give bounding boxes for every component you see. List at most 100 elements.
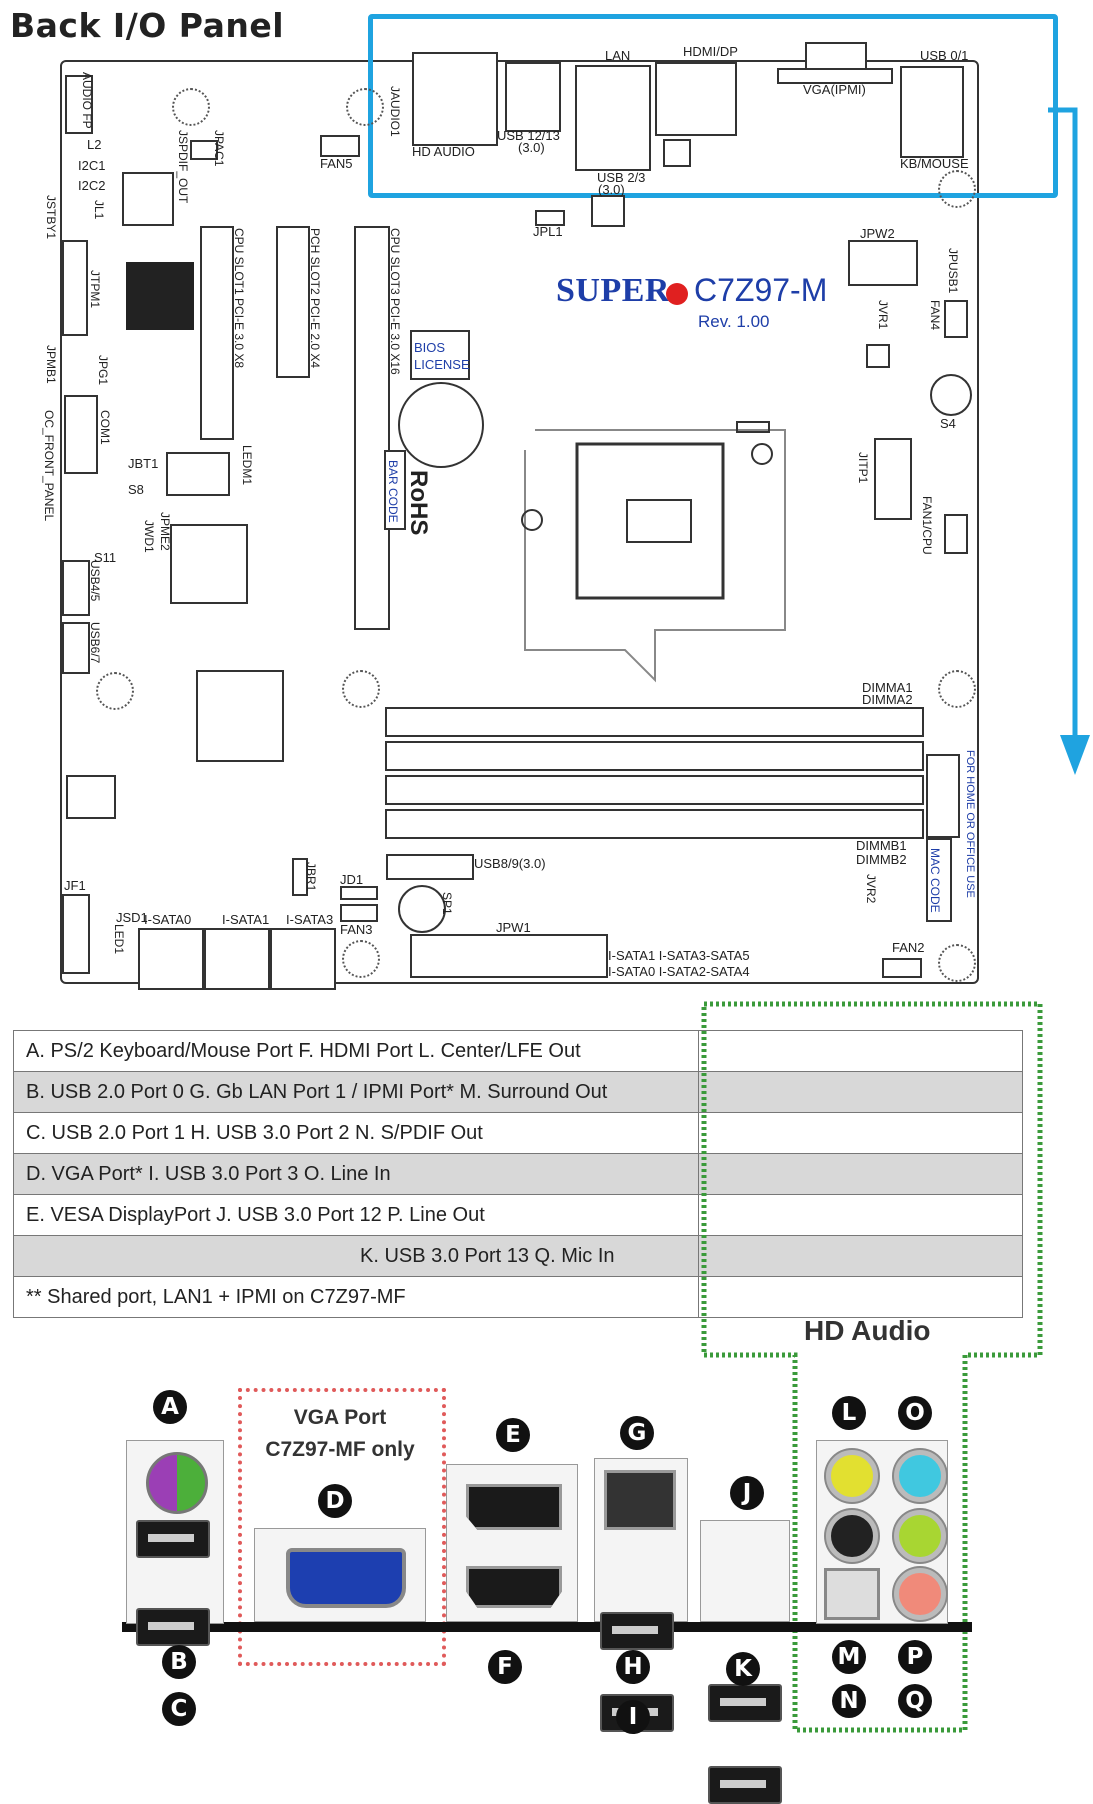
led-box [166,452,230,496]
legend-cell: D. VGA Port* I. USB 3.0 Port 3 O. Line I… [13,1153,699,1195]
marker-i: I [616,1700,650,1734]
usb45-label: USB4/5 [88,560,102,602]
s8-label: S8 [128,482,144,497]
kb-mouse-label: KB/MOUSE [900,156,969,171]
marker-j: J [730,1476,764,1510]
slot3-label: CPU SLOT3 PCI-E 3.0 X16 [388,228,402,375]
sp1-label: SP1 [440,892,454,915]
fan4-label: FAN4 [928,300,942,331]
line-in-jack [894,1450,946,1502]
jstby1-label: JSTBY1 [44,195,58,240]
com1-label: COM1 [98,410,112,445]
marker-e: E [496,1418,530,1452]
legend-row: C. USB 2.0 Port 1 H. USB 3.0 Port 2 N. S… [13,1112,1023,1154]
marker-l: L [832,1396,866,1430]
fan4-header [944,300,968,338]
jwd1-label: JWD1 [142,520,156,553]
jvr1-label: JVR1 [876,300,890,330]
s4-label: S4 [940,416,956,431]
brand-dot-icon [666,283,688,305]
fan2-header [882,958,922,978]
chip-square [170,524,248,604]
fan1-header [944,514,968,554]
usb23-chip [591,195,625,227]
jl1-label: JL1 [92,200,106,220]
pcie-slot2 [276,226,310,378]
dimm-slot-a1 [385,707,924,737]
vga-frame [238,1388,446,1666]
jpl1-label: JPL1 [533,224,563,239]
rohs-label: RoHS [405,470,432,536]
marker-q: Q [898,1684,932,1718]
jpusb1-label: JPUSB1 [946,248,960,294]
jd1-label: JD1 [340,872,364,887]
usb3-port-12 [708,1684,782,1722]
legend-row: A. PS/2 Keyboard/Mouse Port F. HDMI Port… [13,1030,1023,1072]
dimmb1-label: DIMMB1 [856,838,907,853]
i2c1-label: I2C1 [78,158,106,173]
jf1-label: JF1 [64,878,86,893]
pcie-slot1 [200,226,234,440]
jbr1-label: JBR1 [304,862,318,892]
marker-c: C [162,1692,196,1726]
mount-hole [938,670,976,708]
hdmi-dp-connector [655,62,737,136]
surround-jack [826,1510,878,1562]
com1-header [64,395,98,474]
oc-front-label: OC_FRONT_PANEL [42,410,56,522]
audio-fp-label: AUDIO FP [80,72,94,129]
sata0-port [138,928,204,990]
speaker [398,885,446,933]
usb1213-connector [505,62,561,132]
dimm-slot-a2 [385,741,924,771]
jpmb1-label: JPMB1 [44,345,58,384]
jbr1-jumper [292,858,308,896]
vga-title-1: VGA Port [293,1406,387,1429]
mic-in-jack [894,1568,946,1620]
center-lfe-jack [826,1450,878,1502]
fan3-header [340,904,378,922]
lan-label: LAN [605,48,631,63]
dimma2-label: DIMMA2 [862,692,913,707]
jpw1-connector [410,934,608,978]
marker-k: K [726,1652,760,1686]
usb89-label: USB8/9(3.0) [474,856,546,871]
bios-label: BIOS [414,340,446,355]
usb3-port-13 [708,1766,782,1804]
sata3-port [270,928,336,990]
usb2-port-0 [136,1520,210,1558]
port-legend-table: A. PS/2 Keyboard/Mouse Port F. HDMI Port… [13,1030,1023,1318]
hd-audio-title: HD Audio [804,1315,931,1346]
isata1-label: I-SATA1 [222,912,270,927]
jitp1-header [874,438,912,520]
mac-code-box [926,838,952,922]
usb3-port-2 [600,1612,674,1650]
isata3-label: I-SATA3 [286,912,334,927]
jpac1-label: JPAC1 [212,130,226,167]
jf1-header [62,894,90,974]
mount-hole [342,670,380,708]
legend-cell: K. USB 3.0 Port 13 Q. Mic In [13,1235,699,1277]
jpw2-connector [848,240,918,286]
dimm-slot-b1 [385,775,924,805]
down-arrow-icon [1048,107,1090,775]
legend-cell [698,1276,1023,1318]
jpl1-jumper [535,210,565,226]
spdif-port-icon [824,1568,880,1620]
sata-row1-label: I-SATA1 I-SATA3-SATA5 [608,948,750,963]
revision-label: Rev. 1.00 [698,312,770,331]
legend-cell: E. VESA DisplayPort J. USB 3.0 Port 12 P… [13,1194,699,1236]
legend-cell [698,1030,1023,1072]
s4-button [930,374,972,416]
marker-n: N [832,1684,866,1718]
s11-label: S11 [94,550,117,565]
lan-port-icon [604,1470,676,1530]
usb67-header [62,622,90,674]
license-label: LICENSE [414,357,470,372]
fan3-label: FAN3 [340,922,373,937]
usb1213-label: USB 12/13 [497,128,560,143]
jaudio-label: JAUDIO1 [388,86,402,137]
legend-cell [698,1153,1023,1195]
usb23-sub-label: (3.0) [598,182,625,197]
isata0-label: I-SATA0 [144,912,192,927]
